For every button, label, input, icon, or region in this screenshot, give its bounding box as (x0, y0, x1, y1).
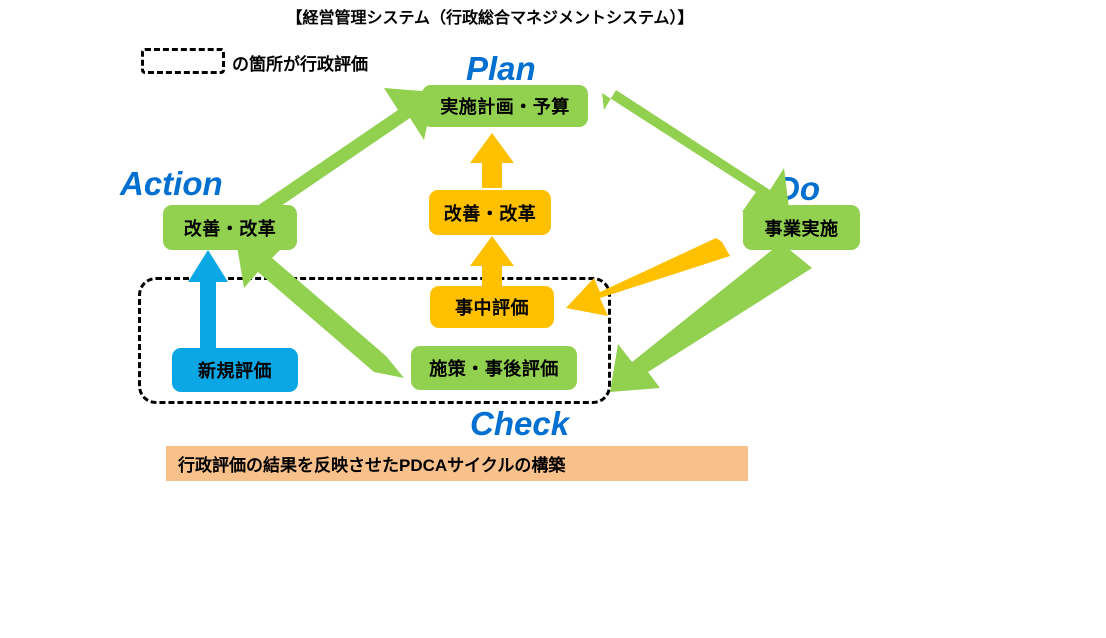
node-plan: 実施計画・予算 (422, 85, 588, 127)
legend-label: の箇所が行政評価 (232, 55, 368, 74)
summary-banner-text: 行政評価の結果を反映させたPDCAサイクルの構築 (178, 456, 566, 475)
legend-dashed-box-icon (141, 48, 225, 74)
node-action-kaizen: 改善・改革 (163, 205, 297, 250)
page-title: 【経営管理システム（行政総合マネジメントシステム）】 (286, 10, 694, 27)
arrow-kaizen-to-plan (470, 133, 514, 188)
node-shinki-hyouka: 新規評価 (172, 348, 298, 392)
arrow-action-to-plan (244, 88, 434, 223)
summary-banner: 行政評価の結果を反映させたPDCAサイクルの構築 (166, 446, 748, 481)
node-do-jigyou-jisshi: 事業実施 (743, 205, 860, 250)
node-jichu-hyouka: 事中評価 (430, 286, 554, 328)
phase-label-check: Check (470, 405, 570, 442)
phase-label-plan: Plan (466, 50, 536, 87)
node-shisaku-jigo-hyouka: 施策・事後評価 (411, 346, 577, 390)
phase-label-action: Action (120, 165, 223, 202)
arrow-do-to-shisaku (610, 242, 812, 392)
arrow-plan-to-do (602, 90, 790, 216)
phase-label-do: Do (776, 170, 820, 207)
node-kaizen-kaikaku-mid: 改善・改革 (429, 190, 551, 235)
